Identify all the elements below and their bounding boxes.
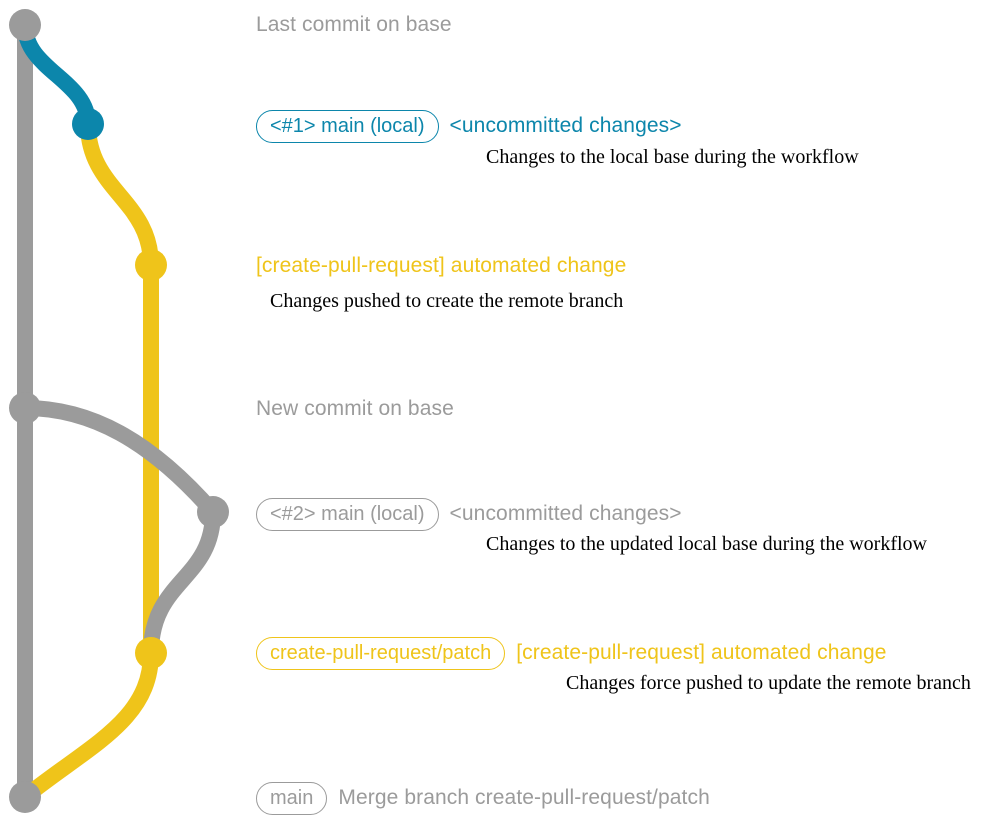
row-patch-commit-1: [create-pull-request] automated change: [256, 255, 626, 276]
patch-merge-line: [17, 645, 159, 805]
branch-pill-create-pull-request-patch[interactable]: create-pull-request/patch: [256, 637, 506, 670]
branch-pill-main-local-2[interactable]: <#2> main (local): [256, 498, 439, 531]
local-branch-line-1: [17, 17, 96, 132]
row-merge-commit: main Merge branch create-pull-request/pa…: [256, 782, 710, 815]
subtext-patch-commit-2: Changes force pushed to update the remot…: [566, 672, 971, 694]
branch-pill-main-local-1[interactable]: <#1> main (local): [256, 110, 439, 143]
patch-branch-line-1: [80, 116, 159, 273]
subtext-local-commit-2: Changes to the updated local base during…: [486, 533, 927, 555]
row-patch-commit-2: create-pull-request/patch [create-pull-r…: [256, 637, 887, 670]
subtext-patch-commit-1: Changes pushed to create the remote bran…: [270, 290, 624, 312]
row-new-commit-on-base: New commit on base: [256, 398, 454, 419]
commit-node-new-commit-on-base: [9, 392, 41, 424]
row-local-commit-1: <#1> main (local) <uncommitted changes>: [256, 110, 682, 143]
commit-node-last-commit-on-base: [9, 9, 41, 41]
row-last-commit-on-base: Last commit on base: [256, 14, 452, 35]
headline-new-commit-on-base: New commit on base: [256, 397, 454, 420]
commit-node-local-commit-2: [197, 496, 229, 528]
commit-node-merge-commit: [9, 781, 41, 813]
commit-node-patch-commit-2: [135, 637, 167, 669]
local-branch-line-2: [17, 400, 221, 520]
commit-node-local-commit-1: [72, 108, 104, 140]
headline-patch-commit-2: [create-pull-request] automated change: [516, 641, 887, 664]
rebase-merge-line: [143, 504, 221, 661]
row-local-commit-2: <#2> main (local) <uncommitted changes>: [256, 498, 682, 531]
headline-last-commit-on-base: Last commit on base: [256, 13, 452, 36]
subtext-local-commit-1: Changes to the local base during the wor…: [486, 146, 859, 168]
headline-patch-commit-1: [create-pull-request] automated change: [256, 254, 627, 277]
headline-local-commit-2: <uncommitted changes>: [449, 502, 682, 525]
commit-node-patch-commit-1: [135, 249, 167, 281]
branch-pill-main[interactable]: main: [256, 782, 328, 815]
headline-merge-commit: Merge branch create-pull-request/patch: [338, 786, 710, 809]
headline-local-commit-1: <uncommitted changes>: [449, 114, 682, 137]
